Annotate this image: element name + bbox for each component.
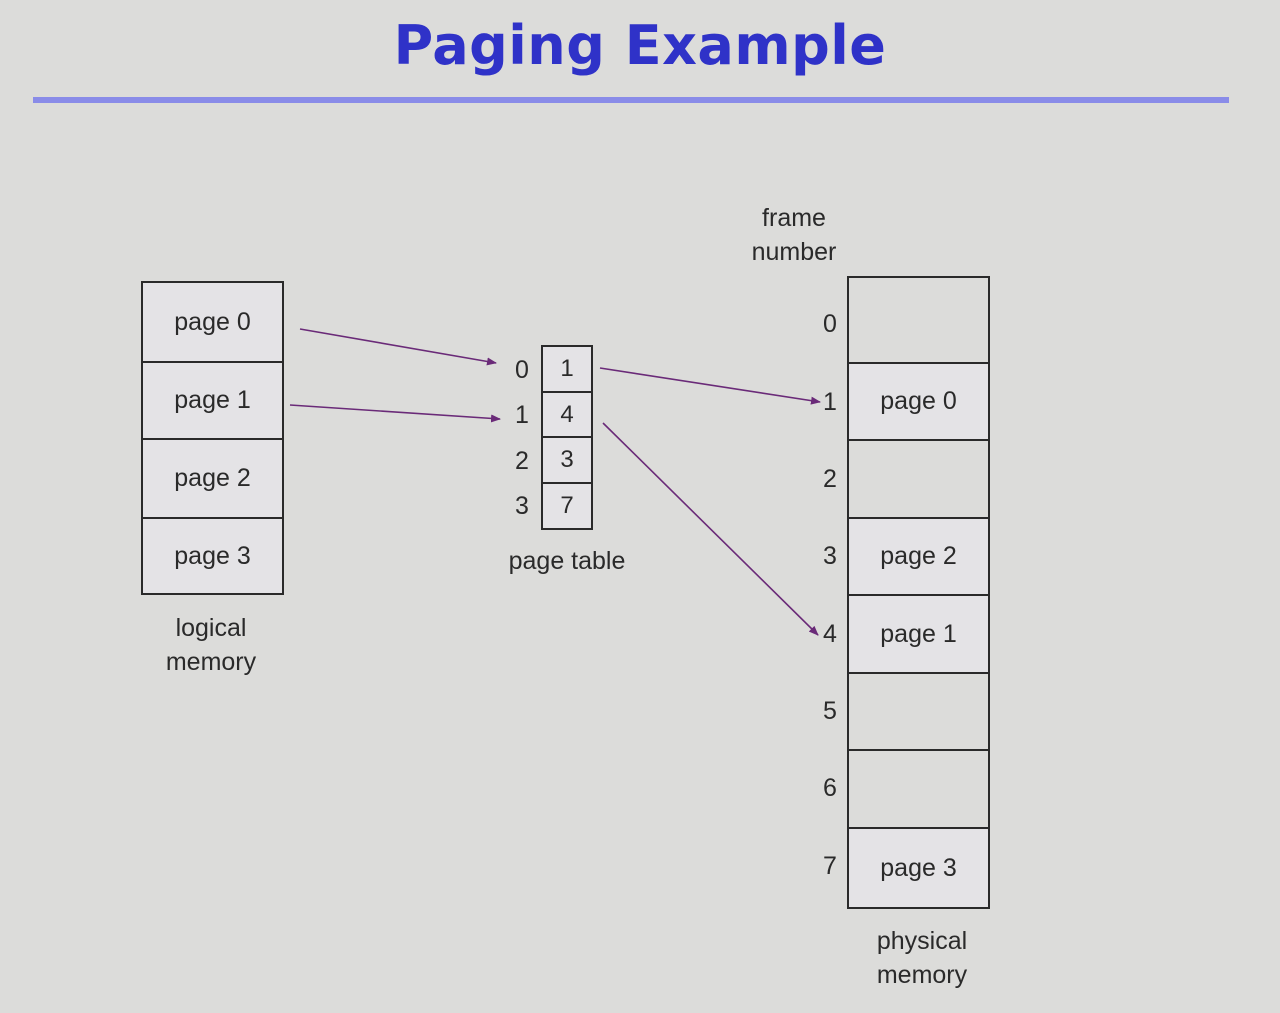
page-title: Paging Example (393, 14, 887, 77)
logical-memory-label-line1: logical (175, 614, 247, 642)
physical-memory-label-line2: memory (876, 961, 968, 989)
physical-frame-5 (849, 674, 988, 751)
page-table: 1 4 3 7 (541, 345, 593, 530)
arrow-table0-to-frame1 (599, 367, 821, 405)
arrow-table1-to-frame4 (602, 422, 819, 636)
physical-frame-2 (849, 441, 988, 519)
page-table-label: page table (508, 547, 626, 575)
physical-frame-0 (849, 278, 988, 364)
frame-number-5: 5 (823, 697, 837, 725)
logical-memory-block: page 0 page 1 page 2 page 3 (141, 281, 284, 595)
frame-number-1: 1 (823, 388, 837, 416)
frame-number-3: 3 (823, 542, 837, 570)
frame-number-0: 0 (823, 310, 837, 338)
arrow-page1-to-table (289, 404, 501, 423)
page-table-index-3: 3 (515, 492, 529, 520)
page-table-entry-3: 7 (560, 492, 574, 519)
physical-memory-label-line1: physical (876, 927, 968, 955)
physical-frame-4: page 1 (849, 596, 988, 674)
frame-number-header-line1: frame (762, 204, 826, 232)
physical-frame-7: page 3 (849, 829, 988, 907)
page-table-entry-1: 4 (543, 393, 591, 438)
title-divider (33, 97, 1229, 103)
physical-memory-block: page 0 page 2 page 1 page 3 (847, 276, 990, 909)
page-table-index-2: 2 (515, 447, 529, 475)
frame-number-6: 6 (823, 774, 837, 802)
page-table-index-1: 1 (515, 401, 529, 429)
logical-page-0: page 0 (143, 283, 282, 363)
logical-page-3: page 3 (143, 519, 282, 593)
page-table-entry-2: 3 (543, 438, 591, 484)
physical-frame-1: page 0 (849, 364, 988, 441)
frame-number-header-line2: number (751, 238, 837, 266)
page-table-entry-0: 1 (543, 347, 591, 393)
physical-frame-6 (849, 751, 988, 829)
page-table-index-0: 0 (515, 356, 529, 384)
frame-number-7: 7 (823, 852, 837, 880)
logical-memory-label-line2: memory (165, 648, 257, 676)
frame-number-2: 2 (823, 465, 837, 493)
logical-page-2: page 2 (143, 440, 282, 519)
physical-frame-3: page 2 (849, 519, 988, 596)
logical-page-1: page 1 (143, 363, 282, 440)
frame-number-4: 4 (823, 620, 837, 648)
arrow-page0-to-table (299, 328, 497, 366)
